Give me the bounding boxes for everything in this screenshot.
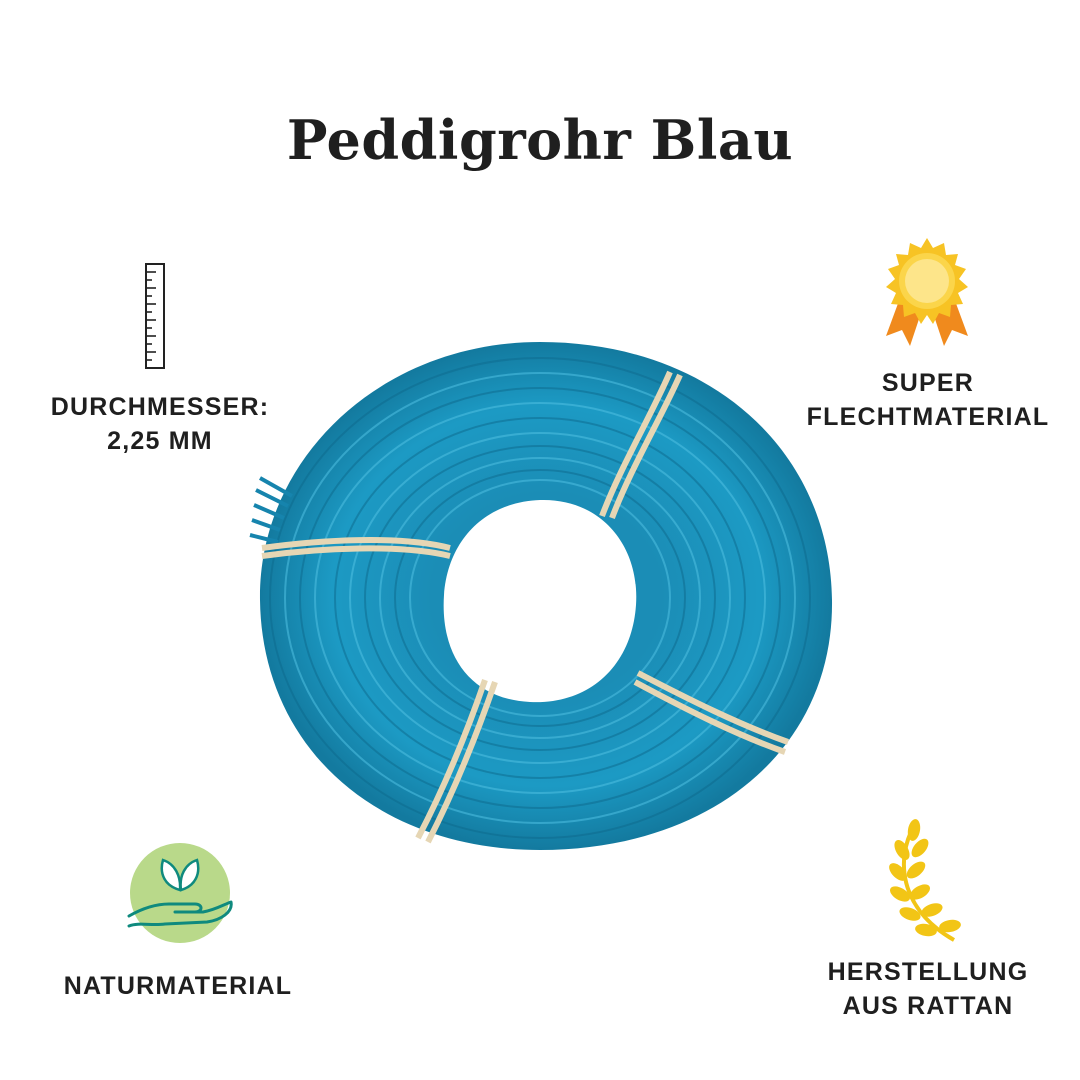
quality-label: SUPER FLECHTMATERIAL: [780, 366, 1076, 434]
blue-rattan-coil-image: [249, 342, 833, 850]
diameter-label: DURCHMESSER: 2,25 MM: [40, 390, 280, 458]
wheat-icon: [889, 819, 961, 942]
quality-line1: SUPER: [881, 369, 975, 397]
natural-label: NATURMATERIAL: [40, 969, 316, 1003]
award-rosette-icon: [886, 238, 968, 346]
leaf-hand-icon: [127, 843, 233, 943]
diameter-value: 2,25 MM: [107, 427, 213, 455]
diameter-title: DURCHMESSER:: [50, 393, 270, 421]
origin-label: HERSTELLUNG AUS RATTAN: [800, 955, 1056, 1023]
origin-line2: AUS RATTAN: [842, 992, 1014, 1020]
quality-line2: FLECHTMATERIAL: [806, 403, 1050, 431]
origin-line1: HERSTELLUNG: [827, 958, 1029, 986]
page-title: Peddigrohr Blau: [286, 108, 794, 172]
natural-line1: NATURMATERIAL: [63, 972, 293, 1000]
ruler-icon: [145, 263, 165, 369]
